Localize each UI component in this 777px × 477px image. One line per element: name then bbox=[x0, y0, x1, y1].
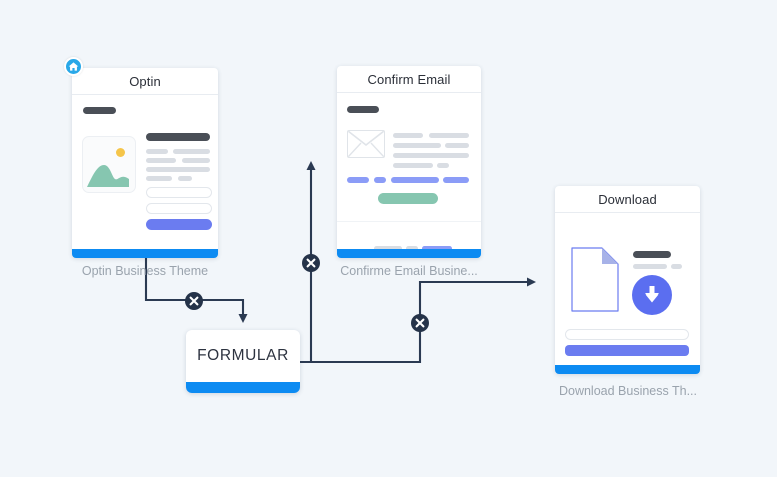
edge-delete-formular-to-download[interactable] bbox=[411, 314, 429, 332]
node-optin-title: Optin bbox=[72, 68, 218, 95]
node-download-footer-bar bbox=[555, 365, 700, 374]
skeleton-logo-bar bbox=[83, 107, 116, 114]
skeleton-link-bar[interactable] bbox=[347, 177, 369, 183]
skeleton-logo-bar bbox=[347, 106, 379, 113]
node-optin-body bbox=[72, 95, 218, 249]
skeleton-link-bar[interactable] bbox=[443, 177, 469, 183]
skeleton-text-bar bbox=[429, 133, 469, 138]
image-placeholder bbox=[82, 136, 136, 193]
skeleton-text-bar bbox=[393, 133, 423, 138]
skeleton-input-field[interactable] bbox=[146, 187, 212, 198]
download-arrow-icon bbox=[645, 286, 659, 303]
sun-shape bbox=[116, 148, 125, 157]
skeleton-text-bar bbox=[445, 143, 469, 148]
skeleton-input-field[interactable] bbox=[146, 203, 212, 214]
skeleton-text-bar bbox=[633, 264, 667, 269]
home-icon bbox=[68, 62, 79, 71]
skeleton-footer-bar bbox=[406, 246, 418, 249]
skeleton-heading-bar bbox=[146, 133, 210, 141]
node-confirm-email-caption: Confirme Email Busine... bbox=[340, 264, 478, 278]
skeleton-text-bar bbox=[146, 158, 176, 163]
edge-delete-formular-to-confirm[interactable] bbox=[302, 254, 320, 272]
skeleton-heading-bar bbox=[633, 251, 671, 258]
node-optin-caption: Optin Business Theme bbox=[81, 264, 209, 278]
node-formular-label: FORMULAR bbox=[197, 347, 289, 364]
node-optin-footer-bar bbox=[72, 249, 218, 258]
skeleton-input-field[interactable] bbox=[565, 329, 689, 340]
skeleton-text-bar bbox=[146, 167, 210, 172]
node-optin[interactable]: Optin bbox=[72, 68, 218, 258]
divider bbox=[337, 221, 481, 222]
skeleton-download-button[interactable] bbox=[565, 345, 689, 356]
node-formular-footer-bar bbox=[186, 382, 300, 393]
envelope-icon bbox=[347, 130, 385, 158]
skeleton-text-bar bbox=[173, 149, 210, 154]
skeleton-text-bar bbox=[393, 153, 469, 158]
node-confirm-email-body bbox=[337, 93, 481, 249]
node-confirm-email-title: Confirm Email bbox=[337, 66, 481, 93]
close-icon bbox=[189, 296, 199, 306]
edge-delete-optin-to-formular[interactable] bbox=[185, 292, 203, 310]
node-formular[interactable]: FORMULAR bbox=[186, 330, 300, 393]
node-confirm-email-footer-bar bbox=[337, 249, 481, 258]
node-download[interactable]: Download bbox=[555, 186, 700, 374]
download-arrow-circle[interactable] bbox=[632, 275, 672, 315]
node-download-title: Download bbox=[555, 186, 700, 213]
envelope-glyph bbox=[348, 131, 384, 157]
skeleton-submit-button[interactable] bbox=[146, 219, 212, 230]
skeleton-text-bar bbox=[146, 176, 172, 181]
skeleton-text-bar bbox=[146, 149, 168, 154]
home-icon-badge[interactable] bbox=[64, 57, 83, 76]
skeleton-footer-bar bbox=[374, 246, 402, 249]
node-download-caption: Download Business Th... bbox=[558, 384, 698, 398]
skeleton-text-bar bbox=[178, 176, 192, 181]
node-confirm-email[interactable]: Confirm Email bbox=[337, 66, 481, 258]
mountain-shape bbox=[87, 165, 129, 187]
close-icon bbox=[415, 318, 425, 328]
skeleton-link-bar[interactable] bbox=[391, 177, 439, 183]
close-icon bbox=[306, 258, 316, 268]
document-icon bbox=[571, 247, 619, 312]
node-download-body bbox=[555, 213, 700, 365]
skeleton-text-bar bbox=[437, 163, 449, 168]
skeleton-text-bar bbox=[393, 163, 433, 168]
skeleton-text-bar bbox=[182, 158, 210, 163]
skeleton-confirm-button[interactable] bbox=[378, 193, 438, 204]
skeleton-footer-link[interactable] bbox=[422, 246, 452, 249]
skeleton-link-bar[interactable] bbox=[374, 177, 386, 183]
skeleton-text-bar bbox=[393, 143, 441, 148]
skeleton-text-bar bbox=[671, 264, 682, 269]
